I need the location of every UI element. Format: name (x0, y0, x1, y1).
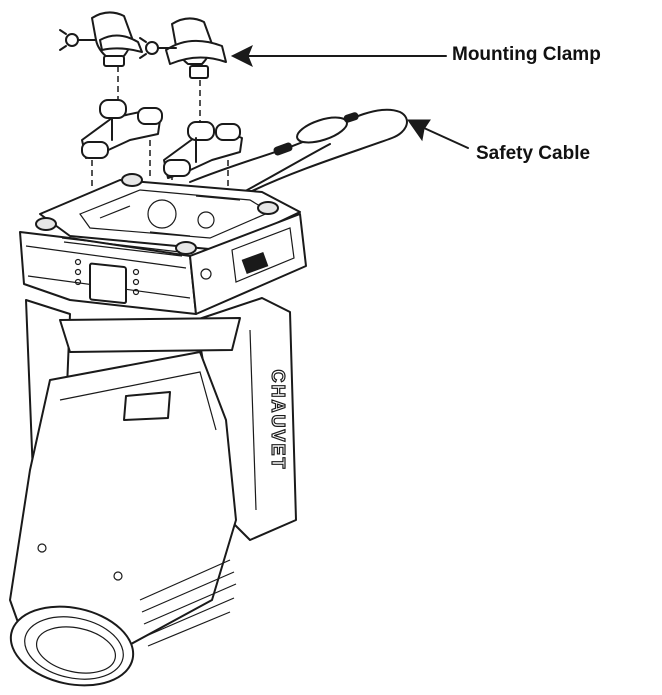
cooling-fins (139, 559, 237, 647)
front-lens (9, 605, 135, 687)
omega-bracket-left (81, 99, 163, 159)
safety-cable-arrow (407, 119, 469, 149)
svg-text:CHAUVET: CHAUVET (268, 369, 288, 470)
omega-bracket-right (163, 121, 243, 179)
fixture-base (19, 173, 307, 315)
mounting-clamp-right (139, 17, 227, 79)
mounting-clamp-arrow (230, 44, 447, 68)
mounting-clamp-label: Mounting Clamp (452, 44, 601, 65)
yoke-logo: CHAUVET (267, 369, 288, 471)
safety-cable-label: Safety Cable (476, 143, 591, 164)
vent-strip (61, 237, 183, 257)
mounting-clamp-left (59, 11, 143, 67)
moving-head (9, 351, 237, 651)
lcd-display (89, 262, 127, 305)
control-buttons (74, 258, 212, 296)
fixture-feet (35, 173, 279, 255)
